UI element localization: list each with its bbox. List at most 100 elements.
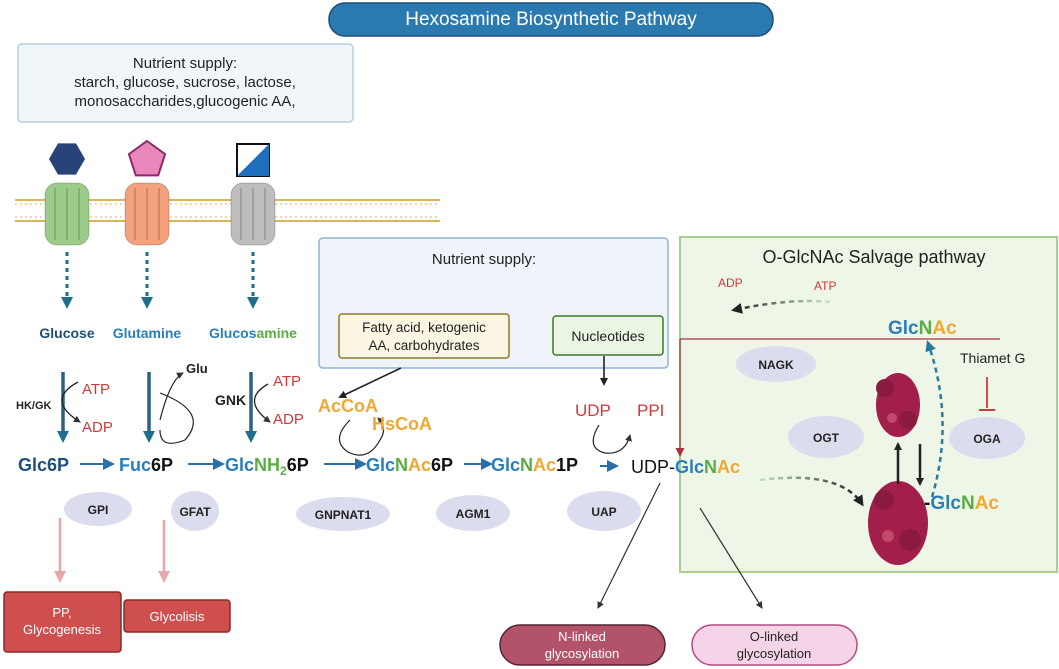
enzyme-gfat: GFAT [179,505,211,519]
salvage-glcnac: GlcNAc [888,318,957,339]
output-n-linked [499,624,666,666]
output-glycolisis [123,599,231,633]
text-segment: UDP- [631,457,675,477]
adp-label-2: ADP [273,411,304,428]
salvage-atp: ATP [814,279,836,293]
text-segment: amine [257,325,298,341]
o-linked-line-2: glycosylation [737,646,811,661]
protein-bottom [868,481,928,565]
protein-top [876,373,920,437]
text-segment: Ac [408,455,431,475]
metabolite-udp-glcnac: UDP-GlcNAc [631,457,740,477]
enzyme-oga: OGA [973,432,1001,446]
accoa-label: AcCoA [318,396,378,416]
output-glycolisis-label: Glycolisis [150,609,205,624]
diagram-title: Hexosamine Biosynthetic Pathway [405,9,697,30]
nucleotides-box [552,315,664,356]
enzyme-gnpnat1: GNPNAT1 [315,508,372,522]
enzyme-ogt: OGT [813,431,840,445]
text-segment: 6P [151,455,173,475]
output-pp-line-2: Glycogenesis [23,622,102,637]
text-segment: Glutamine [113,325,182,341]
nutrient-box-1-line-2: monosaccharides,glucogenic AA, [75,93,296,110]
text-segment: Fuc [119,455,151,475]
transporters: Glucose Glutamine Glucosamine [39,139,297,341]
transporter-protein-icon [124,182,170,246]
text-segment: NH [254,455,280,475]
atp-label-1: ATP [82,381,110,398]
hk-gk-label: HK/GK [16,400,52,412]
text-segment: N [961,493,975,514]
text-segment: Glc [18,455,47,475]
output-pp-line-1: PP, [52,605,71,620]
n-linked-line-1: N-linked [558,629,606,644]
nutrient-box-1-line-1: starch, glucose, sucrose, lactose, [74,74,296,91]
text-segment: Glc [930,493,961,514]
metabolite-glcnac1p: GlcNAc1P [491,455,578,475]
hscoa-label: HsCoA [372,414,432,434]
n-linked-line-2: glycosylation [545,646,619,661]
text-segment: Ac [975,493,1000,514]
salvage-title: O-GlcNAc Salvage pathway [762,247,985,267]
horizontal-pathway-arrows [80,458,619,472]
transporter-protein-icon [230,182,276,246]
nucleotides-label: Nucleotides [571,328,644,344]
text-segment: 1P [556,455,578,475]
text-segment: Ac [533,455,556,475]
enzyme-nagk-shape [736,346,816,382]
enzyme-nagk: NAGK [758,358,794,372]
atp-label-2: ATP [273,373,301,390]
text-segment: Ac [932,318,957,339]
transporter-1: Glucose [39,143,95,341]
metabolite-fuc6p: Fuc6P [119,455,173,475]
nutrient-box-1 [17,43,354,123]
text-segment: Glucos [209,325,257,341]
text-segment: Glc [225,455,254,475]
enzyme-uap: UAP [591,505,616,519]
cofactor-curves [61,372,632,456]
transporter-2: Glutamine [113,139,182,341]
text-segment: 2 [280,464,287,478]
nutrient-box-1-heading: Nutrient supply: [133,55,237,72]
split-square-icon [236,143,270,177]
text-segment: N [395,455,408,475]
transport-arrows [61,252,259,309]
enzymes: GPI GFAT GNPNAT1 AGM1 UAP [64,491,641,531]
transporter-protein-icon [44,182,90,246]
output-pp-glycogenesis [3,591,122,653]
text-segment: Ac [717,457,740,477]
transporter-label: Glutamine [113,325,182,341]
fatty-acid-line-1: Fatty acid, ketogenic [362,320,486,335]
text-segment: Glc [888,318,919,339]
text-segment: Glc [675,457,704,477]
text-segment: Glc [491,455,520,475]
udp-label: UDP [575,401,611,420]
enzyme-oga-shape [949,417,1025,459]
text-segment: - [924,493,930,514]
metabolite-glcnh26p: GlcNH26P [225,455,309,478]
text-segment: 6P [431,455,453,475]
fatty-acid-line-2: AA, carbohydrates [368,338,479,353]
text-segment: Glucose [39,325,94,341]
gnk-label: GNK [215,392,246,408]
nutrient-box-2-heading: Nutrient supply: [432,251,536,268]
transporter-label: Glucosamine [209,325,297,341]
text-segment: N [520,455,533,475]
output-o-linked [691,624,858,666]
salvage-adp: ADP [718,276,743,290]
text-segment: N [704,457,717,477]
salvage-atp-arrow [731,299,831,314]
enzyme-ogt-shape [788,416,864,458]
ogt-transfer-arrow [759,476,864,507]
transporter-3: Glucosamine [209,143,297,341]
text-segment: 6P [287,455,309,475]
transporter-label: Glucose [39,325,94,341]
metabolite-glc6p: Glc6P [18,455,69,475]
fatty-acid-box [338,313,510,359]
adp-label-1: ADP [82,419,113,436]
protein-glcnac: -GlcNAc [924,493,999,514]
thiamet-g-label: Thiamet G [960,350,1025,366]
text-segment: N [919,318,933,339]
metabolite-glcnac6p: GlcNAc6P [366,455,453,475]
